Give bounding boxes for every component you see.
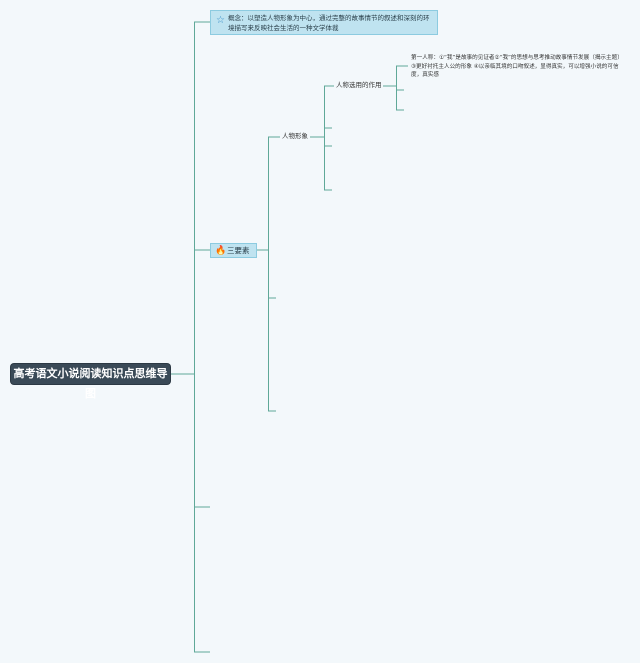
concept-text: 概念：以塑造人物形象为中心，通过完整的故事情节的叙述和深刻的环境描写来反映社会生… <box>228 14 430 32</box>
person-use-node[interactable]: 人称选用的作用 <box>336 81 382 90</box>
first-person-node[interactable]: 第一人称：①“我”是故事的见证者②“我”的思想与思考推动故事情节发展（揭示主题）… <box>411 54 623 80</box>
fire-icon: 🔥 <box>215 246 227 256</box>
character-label: 人物形象 <box>282 132 308 140</box>
root-topic[interactable]: 高考语文小说阅读知识点思维导图 <box>11 364 170 400</box>
star-icon: ☆ <box>216 15 225 26</box>
concept-node[interactable]: ☆ 概念：以塑造人物形象为中心，通过完整的故事情节的叙述和深刻的环境描写来反映社… <box>210 10 438 35</box>
root-topic-label: 高考语文小说阅读知识点思维导图 <box>13 367 168 400</box>
three-elements-node[interactable]: 🔥 三要素 <box>210 243 257 258</box>
character-node[interactable]: 人物形象 <box>282 132 308 141</box>
first-person-text: 第一人称：①“我”是故事的见证者②“我”的思想与思考推动故事情节发展（揭示主题）… <box>411 55 623 78</box>
person-use-label: 人称选用的作用 <box>336 81 382 89</box>
three-elements-label: 三要素 <box>227 246 250 255</box>
